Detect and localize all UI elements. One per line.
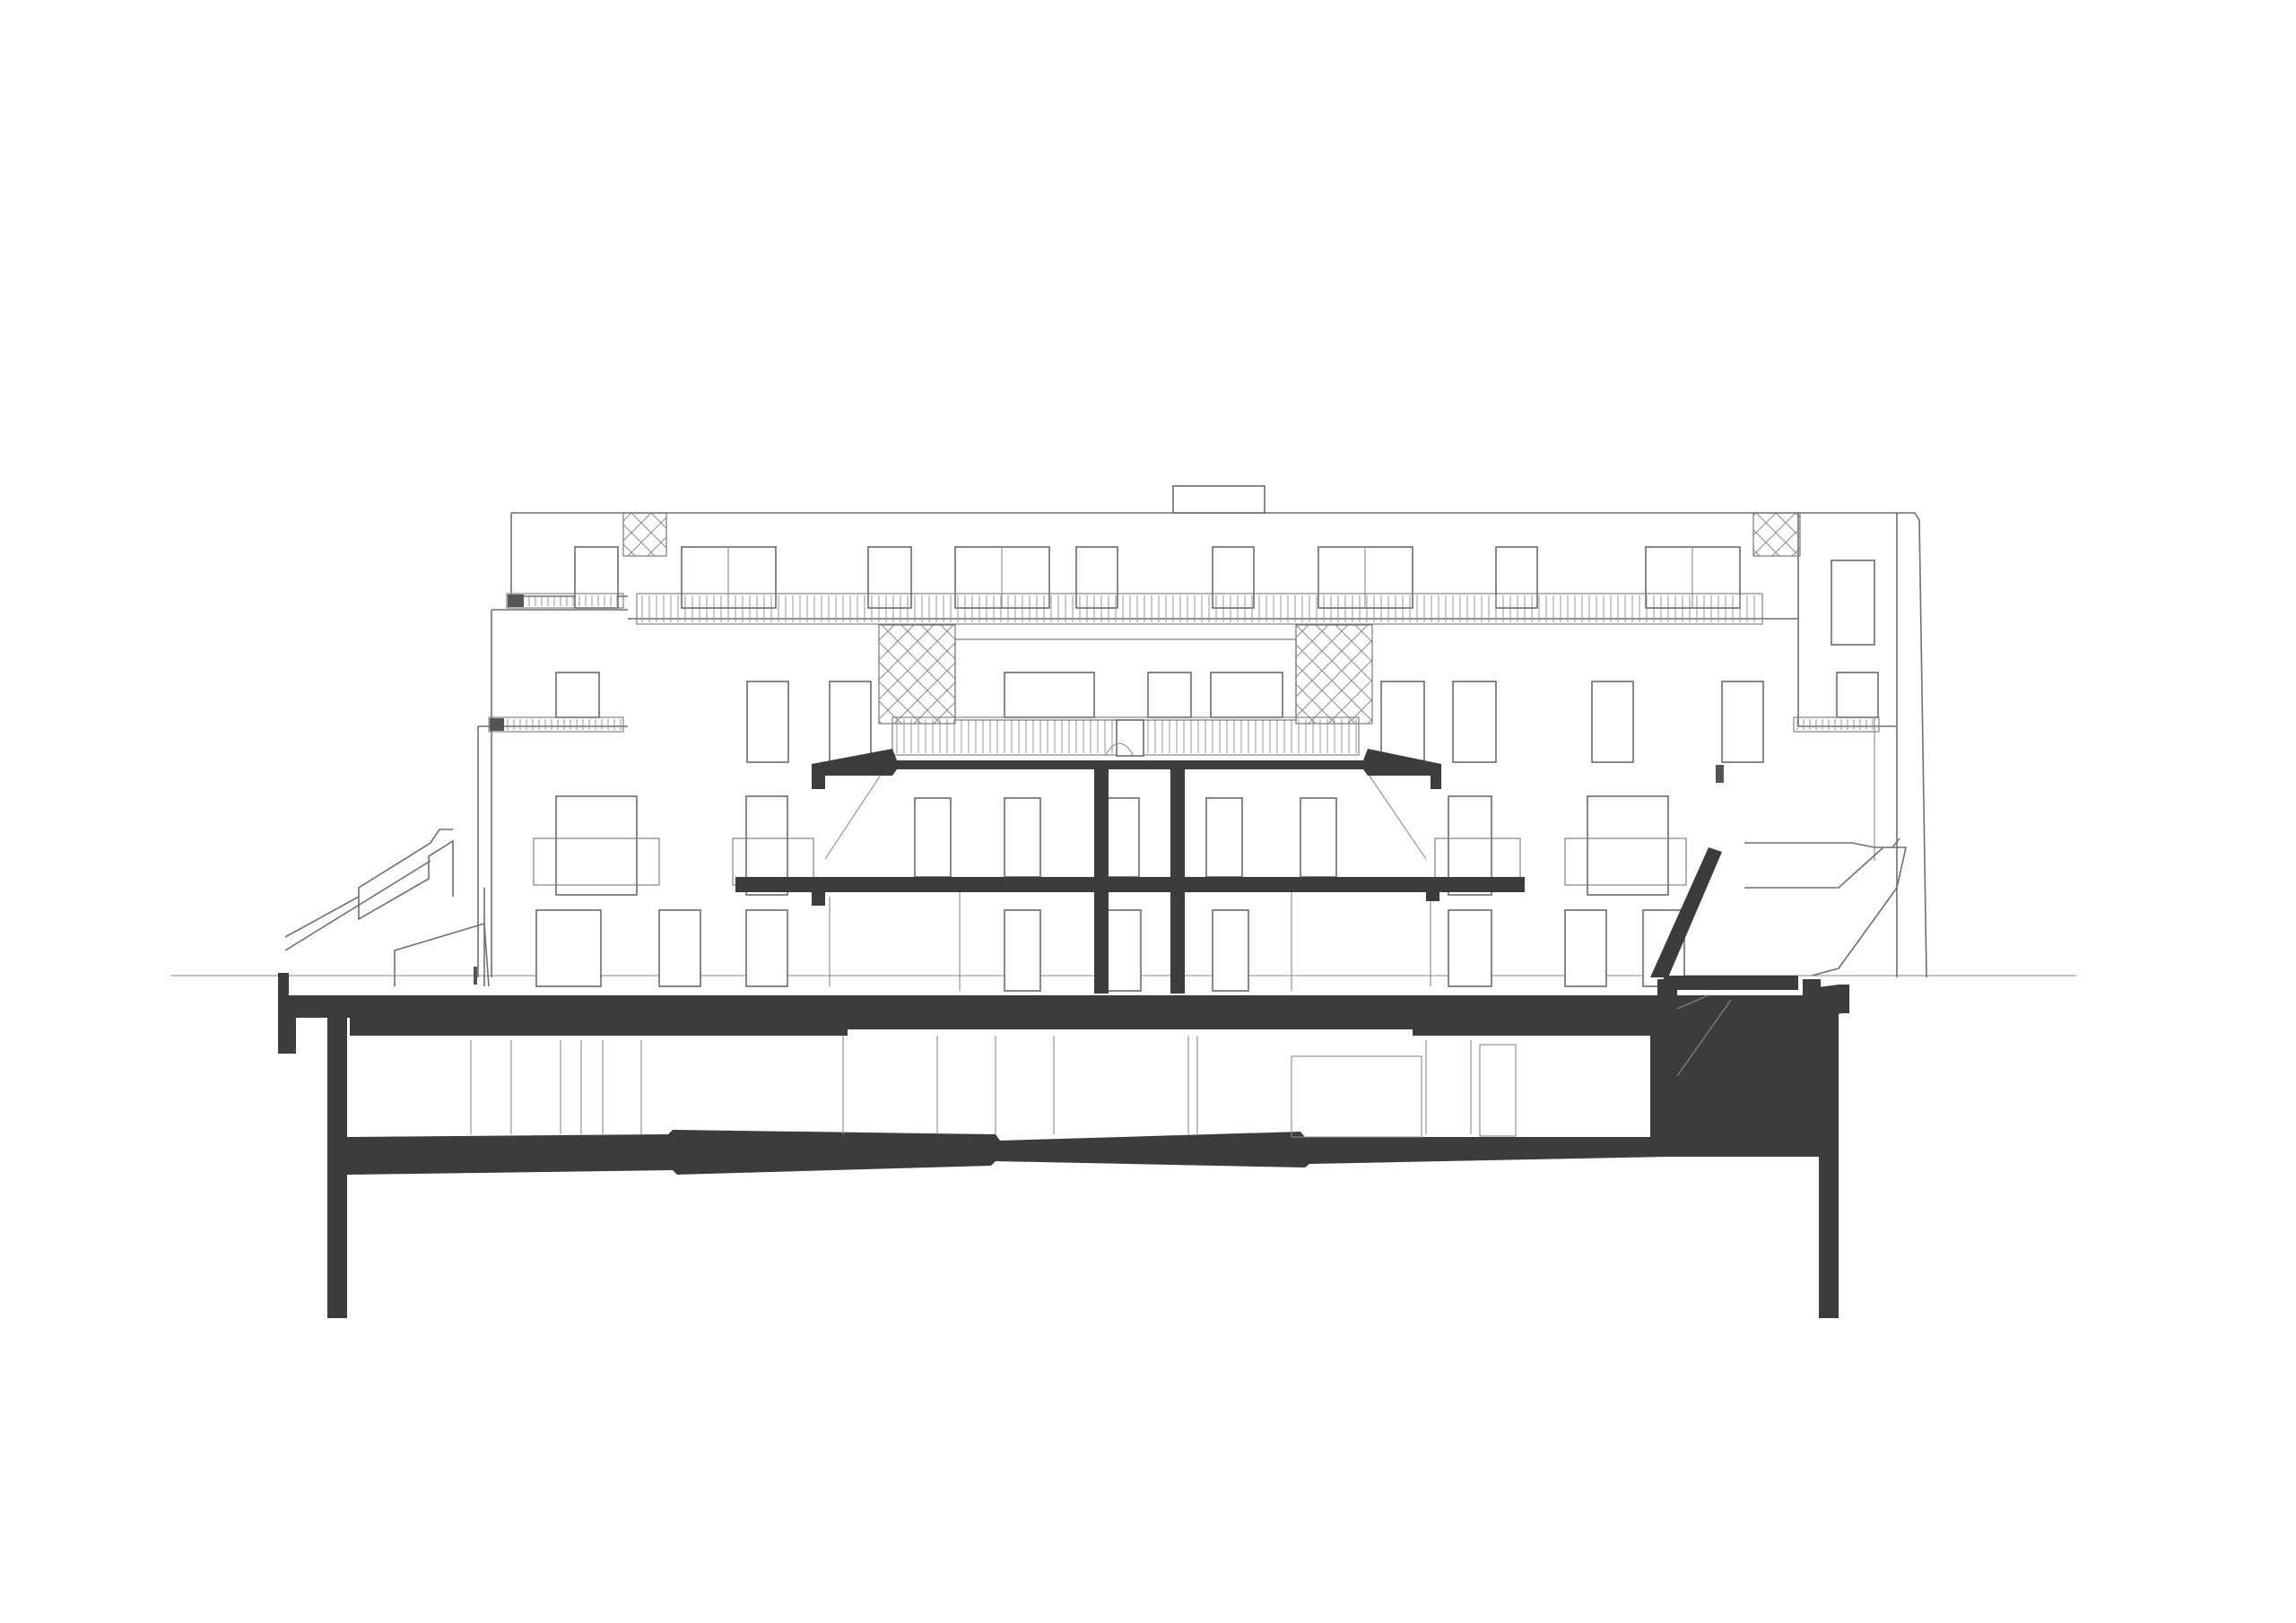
upper-floor-windows: [555, 672, 1879, 783]
right-ramp: [1744, 838, 1907, 976]
basement-interior-lines: [470, 994, 1732, 1138]
top-balcony-railing: [506, 593, 1763, 625]
roof-parapet: [1172, 485, 1265, 514]
lattice-screens: [622, 512, 1801, 725]
cut-columns: [1094, 769, 1185, 994]
cut-basement: [327, 847, 1849, 1318]
top-floor-windows: [574, 546, 1875, 646]
section-interior-lines: [824, 719, 1431, 992]
cut-roof-slab: [812, 749, 1441, 789]
left-ramp: [284, 829, 490, 987]
cut-intermediate-slab: [735, 877, 1525, 906]
cut-ground-slab: [278, 973, 1849, 1054]
mid-balcony-railings: [488, 716, 1880, 756]
